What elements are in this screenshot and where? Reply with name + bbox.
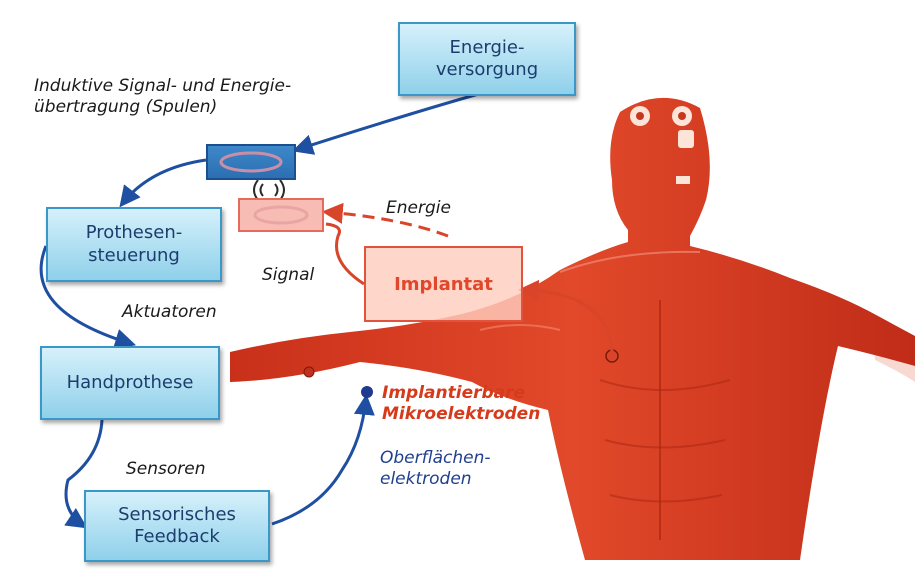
sensoren-label: Sensoren — [126, 459, 206, 480]
energie-versorgung-label: Energie- versorgung — [436, 37, 538, 82]
prothesen-steuerung-label: Prothesen- steuerung — [86, 222, 182, 267]
arrow-induktive-to-coil — [296, 88, 500, 150]
wireless-icon — [254, 180, 284, 200]
energie-label: Energie — [386, 198, 451, 219]
inductive-coil-external — [206, 144, 296, 180]
arrow-feedback-to-electrode — [272, 398, 366, 524]
implantat-box: Implantat — [364, 246, 523, 322]
coil-ring-icon — [240, 200, 322, 230]
arrow-coil-to-steuerung — [122, 160, 206, 204]
implantierbare-mikroelektroden-label: Implantierbare Mikroelektroden — [382, 383, 540, 426]
sensorisches-feedback-label: Sensorisches Feedback — [118, 504, 236, 549]
aktuatoren-label: Aktuatoren — [122, 302, 217, 323]
prothesen-steuerung-box: Prothesen- steuerung — [46, 207, 222, 282]
handprothese-label: Handprothese — [67, 372, 194, 395]
implantat-label: Implantat — [394, 274, 493, 295]
induktive-uebertragung-label: Induktive Signal- und Energie- übertragu… — [34, 76, 291, 119]
energie-versorgung-box: Energie- versorgung — [398, 22, 576, 96]
arrow-signal — [326, 224, 364, 284]
oberflaechenelektroden-label: Oberflächen- elektroden — [380, 448, 491, 491]
inductive-coil-implanted — [238, 198, 324, 232]
handprothese-box: Handprothese — [40, 346, 220, 420]
human-body-figure — [230, 98, 915, 560]
sensorisches-feedback-box: Sensorisches Feedback — [84, 490, 270, 562]
surface-electrode-dot — [361, 386, 373, 398]
signal-label: Signal — [262, 265, 314, 286]
coil-ring-icon — [208, 146, 294, 178]
